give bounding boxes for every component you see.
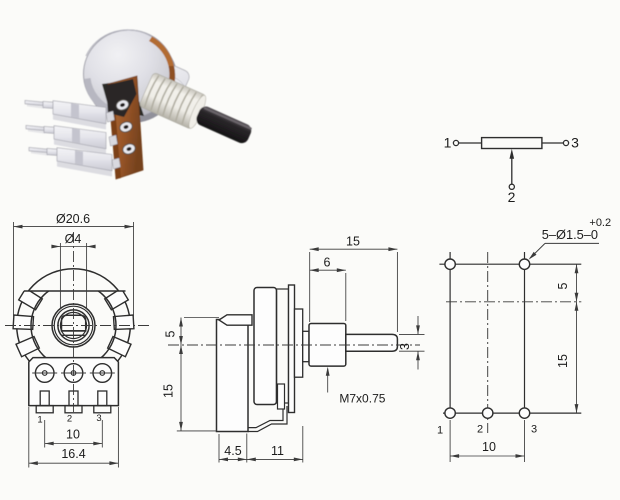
svg-text:M7x0.75: M7x0.75 — [339, 392, 385, 406]
svg-text:10: 10 — [482, 440, 496, 454]
svg-text:3: 3 — [96, 413, 101, 424]
svg-text:15: 15 — [556, 354, 570, 368]
svg-text:3: 3 — [571, 135, 579, 151]
svg-text:5–Ø1.5–0: 5–Ø1.5–0 — [542, 227, 598, 242]
svg-text:1: 1 — [37, 415, 42, 426]
svg-text:3: 3 — [531, 424, 537, 436]
svg-text:5: 5 — [556, 282, 570, 289]
svg-text:11: 11 — [271, 444, 284, 458]
svg-text:+0.2: +0.2 — [589, 217, 611, 229]
svg-text:1: 1 — [437, 425, 443, 437]
svg-text:2: 2 — [67, 414, 72, 425]
svg-text:5: 5 — [164, 330, 178, 337]
svg-text:2: 2 — [477, 424, 483, 436]
svg-text:15: 15 — [346, 235, 360, 249]
svg-text:4.5: 4.5 — [224, 444, 241, 458]
svg-text:2: 2 — [508, 189, 516, 205]
svg-text:16.4: 16.4 — [61, 447, 85, 461]
svg-text:15: 15 — [162, 384, 176, 398]
svg-text:Ø20.6: Ø20.6 — [56, 212, 90, 226]
svg-text:1: 1 — [444, 135, 452, 151]
svg-text:10: 10 — [66, 428, 80, 442]
svg-text:Ø4: Ø4 — [65, 232, 82, 246]
svg-text:6: 6 — [324, 256, 331, 270]
svg-text:3: 3 — [398, 343, 412, 350]
